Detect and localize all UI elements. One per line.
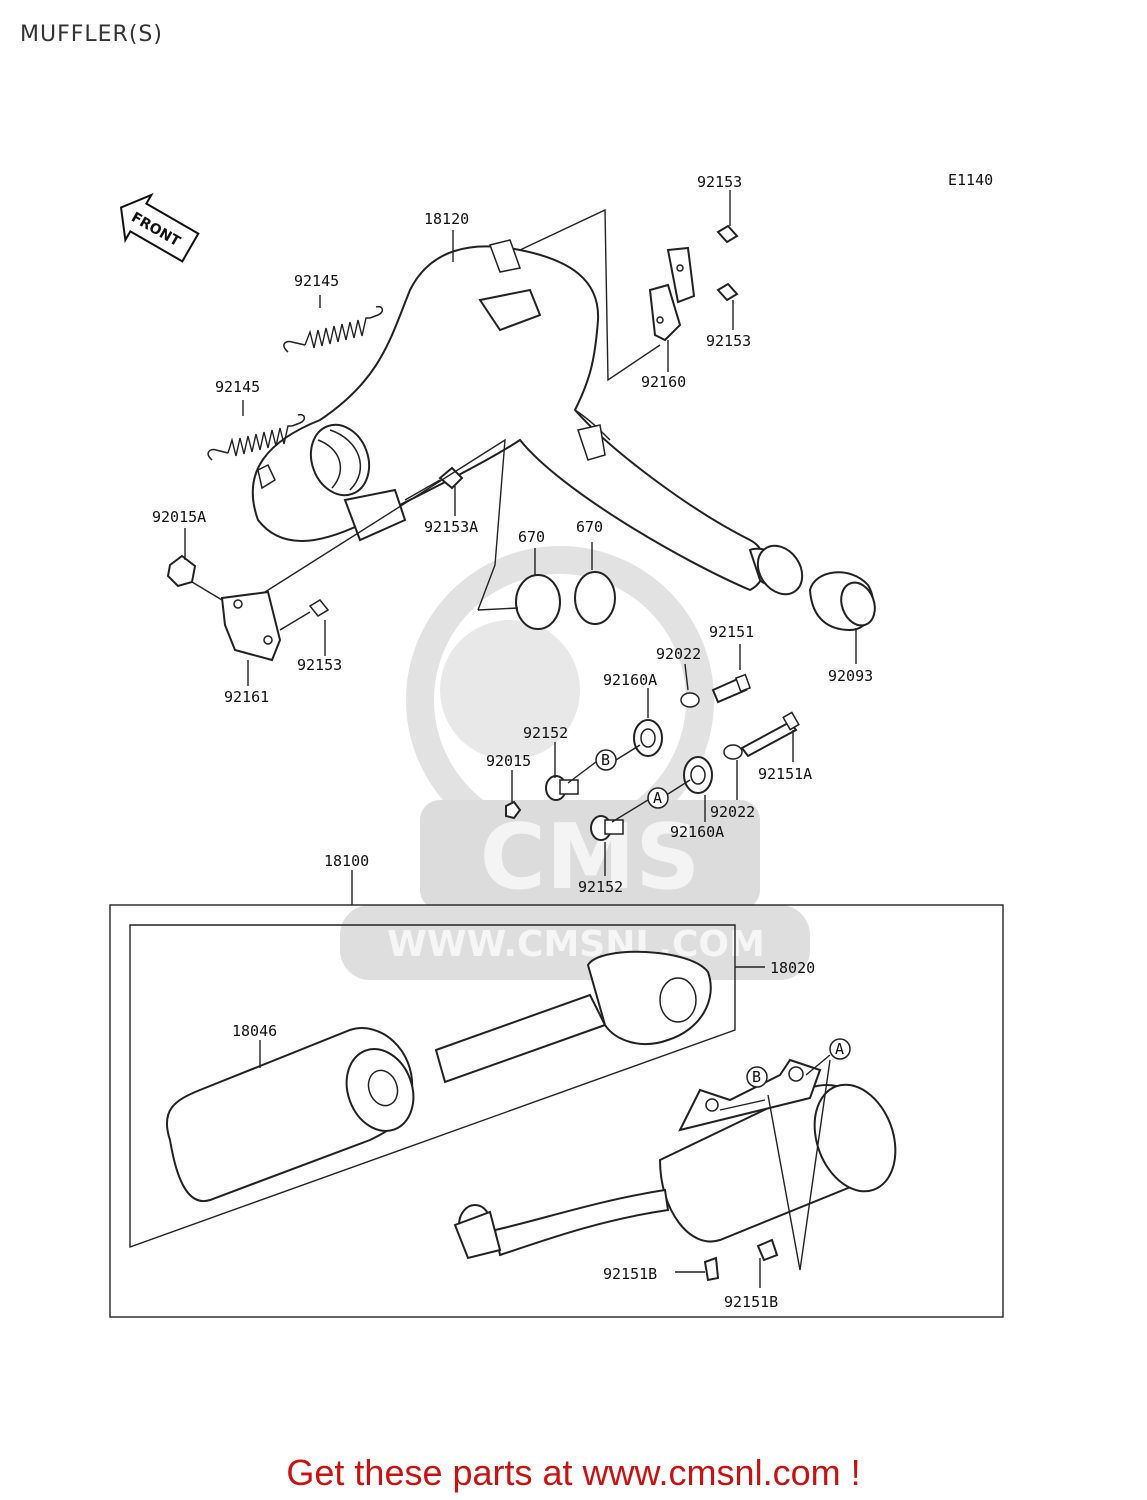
ref-a-label: A [653, 789, 662, 807]
part-label-92151B[interactable]: 92151B [603, 1265, 657, 1283]
part-label-92161[interactable]: 92161 [224, 688, 269, 706]
washer-icon [723, 744, 743, 760]
packing-icon [165, 1027, 415, 1203]
part-label-92015[interactable]: 92015 [486, 752, 531, 770]
part-label-92153[interactable]: 92153 [297, 656, 342, 674]
watermark-url: WWW.CMSNL.COM [387, 924, 765, 965]
nut-icon [505, 800, 522, 820]
bolt-icon [716, 282, 739, 302]
part-labels: 18120 92145 92145 92015A 92161 92153 921… [152, 173, 873, 1311]
bracket-icon [648, 246, 696, 342]
part-label-92151A[interactable]: 92151A [758, 765, 812, 783]
bolt-icon [703, 1256, 720, 1282]
ref-b-label: B [601, 751, 610, 769]
part-label-92015A[interactable]: 92015A [152, 508, 206, 526]
ref-a-label: A [835, 1040, 844, 1058]
nut-icon [166, 554, 197, 588]
bolt-icon [716, 224, 739, 244]
diagram-code: E1140 [948, 171, 993, 189]
part-label-18100[interactable]: 18100 [324, 852, 369, 870]
cms-watermark: CMS WWW.CMSNL.COM [340, 546, 810, 980]
part-label-92153[interactable]: 92153 [697, 173, 742, 191]
part-label-92160[interactable]: 92160 [641, 373, 686, 391]
bolt-icon [308, 466, 464, 617]
part-label-92152[interactable]: 92152 [578, 878, 623, 896]
part-label-670[interactable]: 670 [576, 518, 603, 536]
muffler-assembly-box [109, 904, 1004, 1318]
collar-icon [590, 815, 624, 841]
bolt-icon [740, 711, 800, 758]
collar-icon [545, 775, 579, 801]
part-label-92145[interactable]: 92145 [215, 378, 260, 396]
bolt-icon [711, 673, 752, 704]
front-arrow-icon: FRONT [119, 192, 200, 263]
part-label-92093[interactable]: 92093 [828, 667, 873, 685]
part-label-92022[interactable]: 92022 [710, 803, 755, 821]
muffler-inner-box [129, 924, 736, 1248]
part-label-92151B[interactable]: 92151B [724, 1293, 778, 1311]
part-label-18020[interactable]: 18020 [770, 959, 815, 977]
part-label-92151[interactable]: 92151 [709, 623, 754, 641]
cmsnl-shop-link[interactable]: Get these parts at www.cmsnl.com ! [286, 1452, 861, 1493]
bolt-icon [756, 1238, 779, 1262]
watermark-brand: CMS [480, 805, 700, 910]
part-label-18120[interactable]: 18120 [424, 210, 469, 228]
silencer-icon [453, 1058, 897, 1260]
joint-icon [808, 571, 876, 632]
page-title: MUFFLER(S) [20, 22, 163, 47]
part-label-92160A[interactable]: 92160A [670, 823, 724, 841]
o-ring-icon [574, 571, 616, 625]
part-label-92160A[interactable]: 92160A [603, 671, 657, 689]
washer-icon [680, 692, 700, 708]
part-label-92145[interactable]: 92145 [294, 272, 339, 290]
o-ring-icon [515, 574, 561, 630]
leader-lines [184, 190, 857, 1288]
part-label-92022[interactable]: 92022 [656, 645, 701, 663]
ref-b-label: B [752, 1068, 761, 1086]
part-label-92153[interactable]: 92153 [706, 332, 751, 350]
exhaust-pipe [251, 239, 804, 596]
spring-icon [207, 413, 306, 461]
spring-icon [283, 305, 384, 353]
grommet-icon [683, 756, 713, 794]
part-label-92152[interactable]: 92152 [523, 724, 568, 742]
part-label-670[interactable]: 670 [518, 528, 545, 546]
part-label-92153A[interactable]: 92153A [424, 518, 478, 536]
inner-pipe-icon [434, 950, 712, 1084]
grommet-icon [633, 719, 663, 757]
part-label-18046[interactable]: 18046 [232, 1022, 277, 1040]
bracket-icon [220, 590, 282, 662]
